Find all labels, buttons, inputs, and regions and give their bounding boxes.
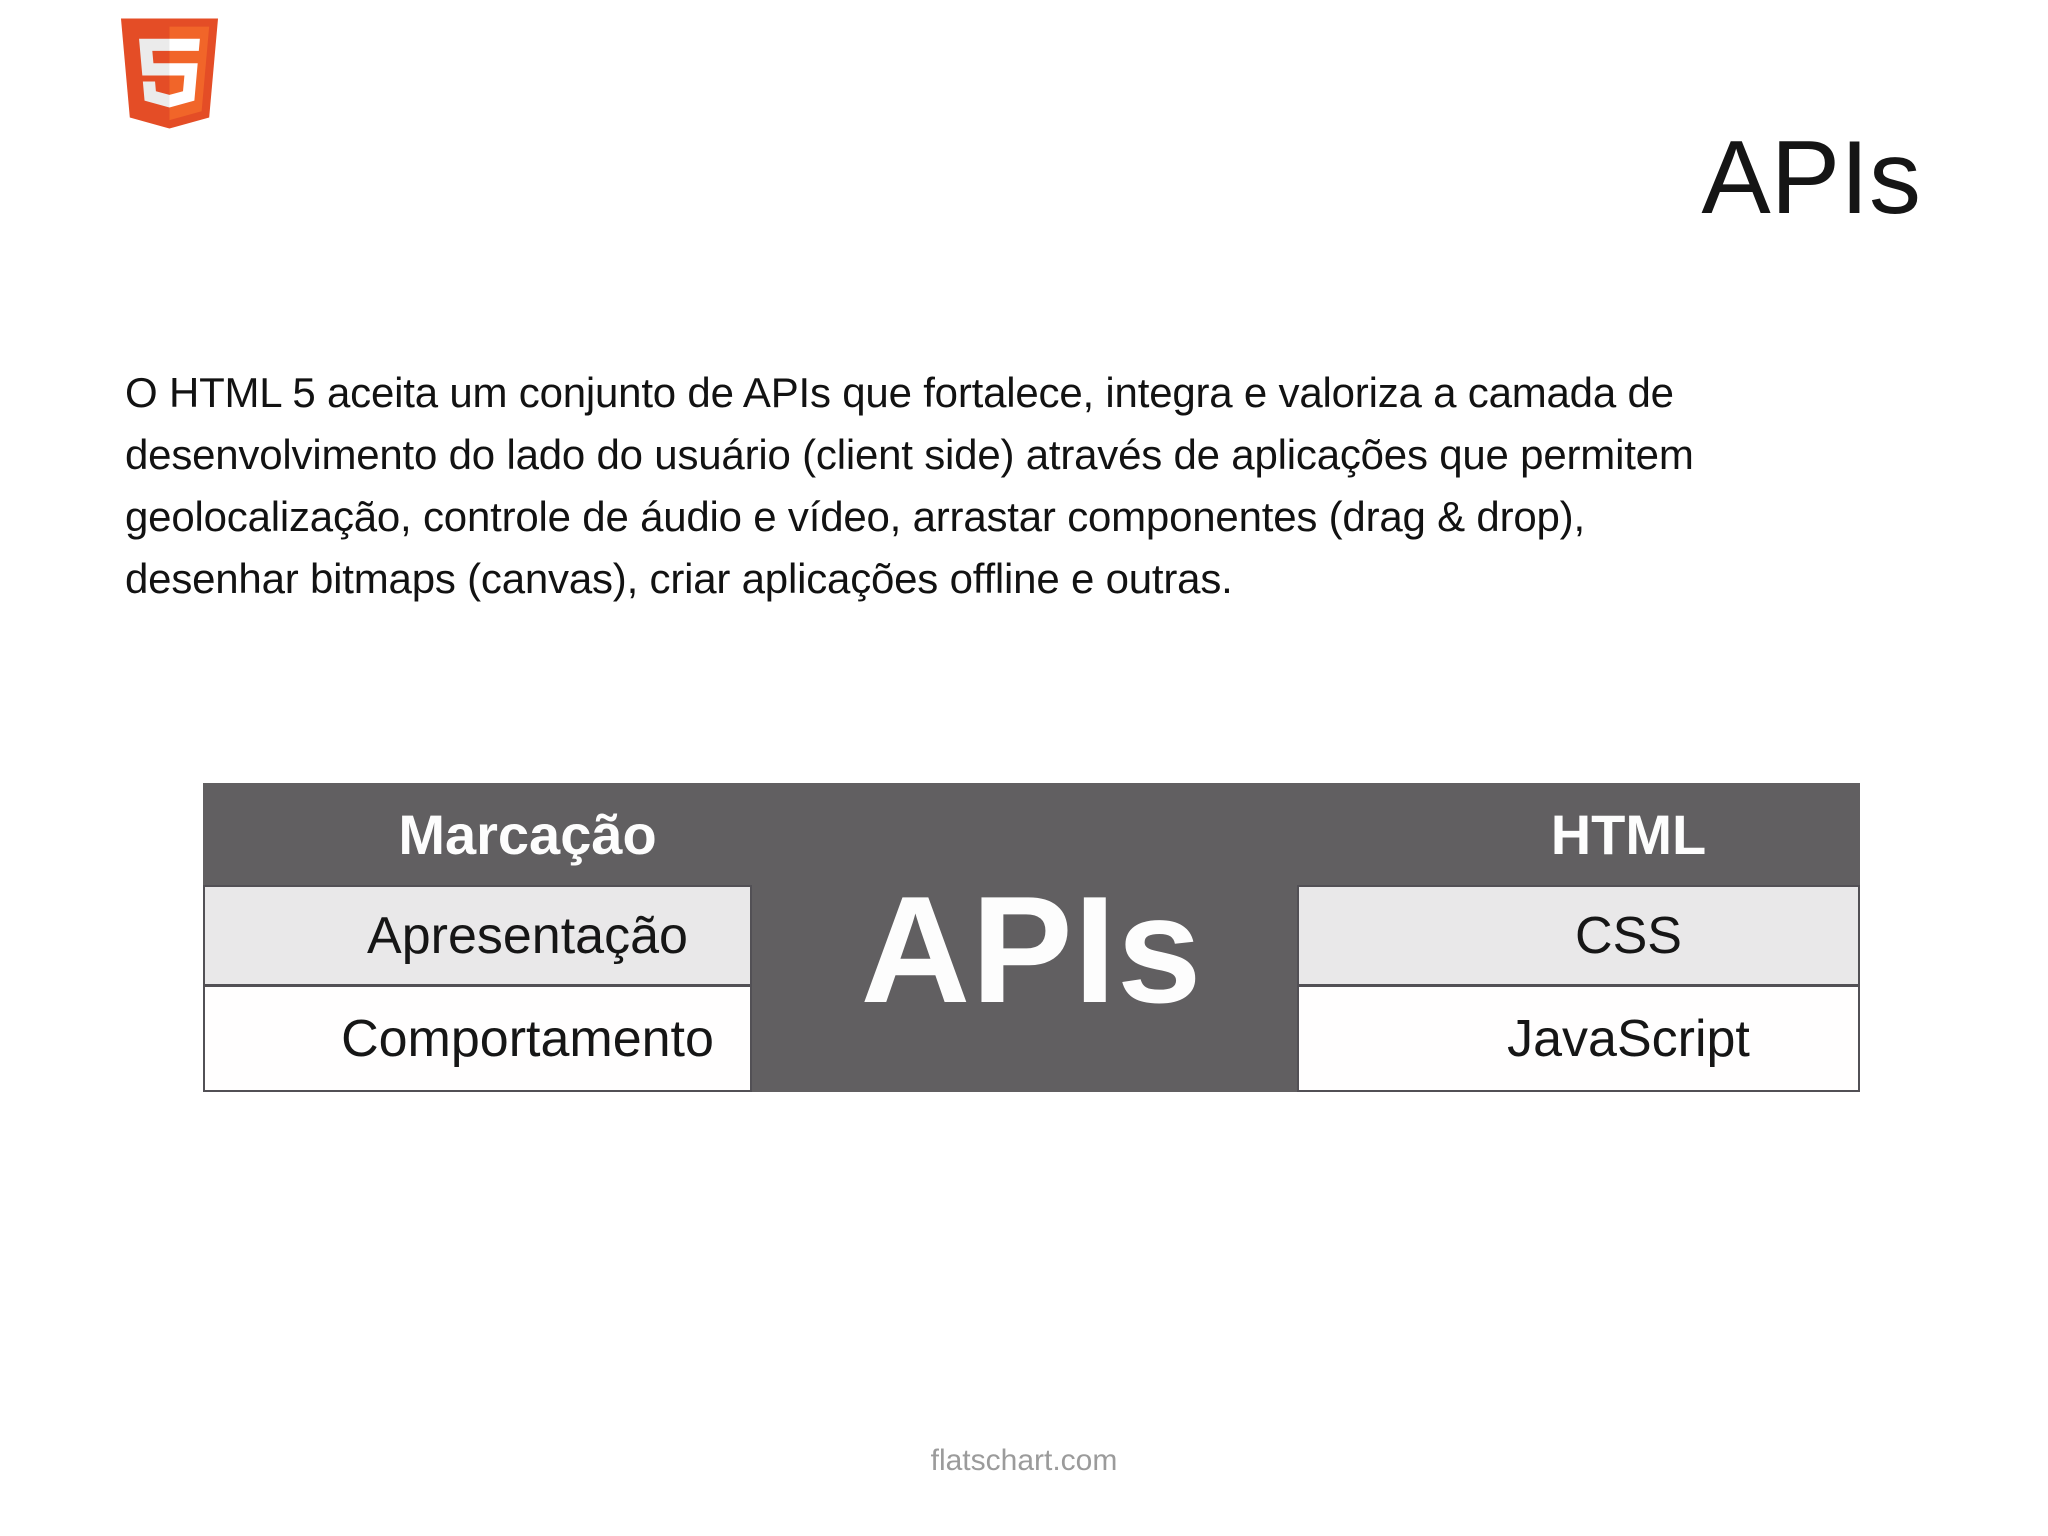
diagram-row-javascript: JavaScript bbox=[1299, 987, 1858, 1090]
intro-paragraph: O HTML 5 aceita um conjunto de APIs que … bbox=[125, 362, 1694, 610]
intro-line: O HTML 5 aceita um conjunto de APIs que … bbox=[125, 369, 1674, 416]
apis-diagram: APIs Marcação HTML Apresentação Comporta… bbox=[203, 783, 1860, 1092]
intro-line: desenvolvimento do lado do usuário (clie… bbox=[125, 431, 1694, 478]
diagram-left-column: Apresentação Comportamento bbox=[203, 885, 752, 1092]
intro-line: geolocalização, controle de áudio e víde… bbox=[125, 493, 1585, 540]
diagram-row-css: CSS bbox=[1299, 887, 1858, 987]
diagram-row-comportamento: Comportamento bbox=[205, 987, 750, 1090]
page-title: APIs bbox=[1701, 120, 1921, 236]
html5-logo-icon bbox=[113, 4, 226, 143]
intro-line: desenhar bitmaps (canvas), criar aplicaç… bbox=[125, 555, 1233, 602]
diagram-left-header: Marcação bbox=[398, 802, 657, 866]
diagram-right-header: HTML bbox=[1550, 802, 1707, 866]
diagram-center-label: APIs bbox=[860, 865, 1203, 1035]
footer-text: flatschart.com bbox=[930, 1444, 1118, 1477]
diagram-right-column: CSS JavaScript bbox=[1297, 885, 1860, 1092]
diagram-row-apresentacao: Apresentação bbox=[205, 887, 750, 987]
